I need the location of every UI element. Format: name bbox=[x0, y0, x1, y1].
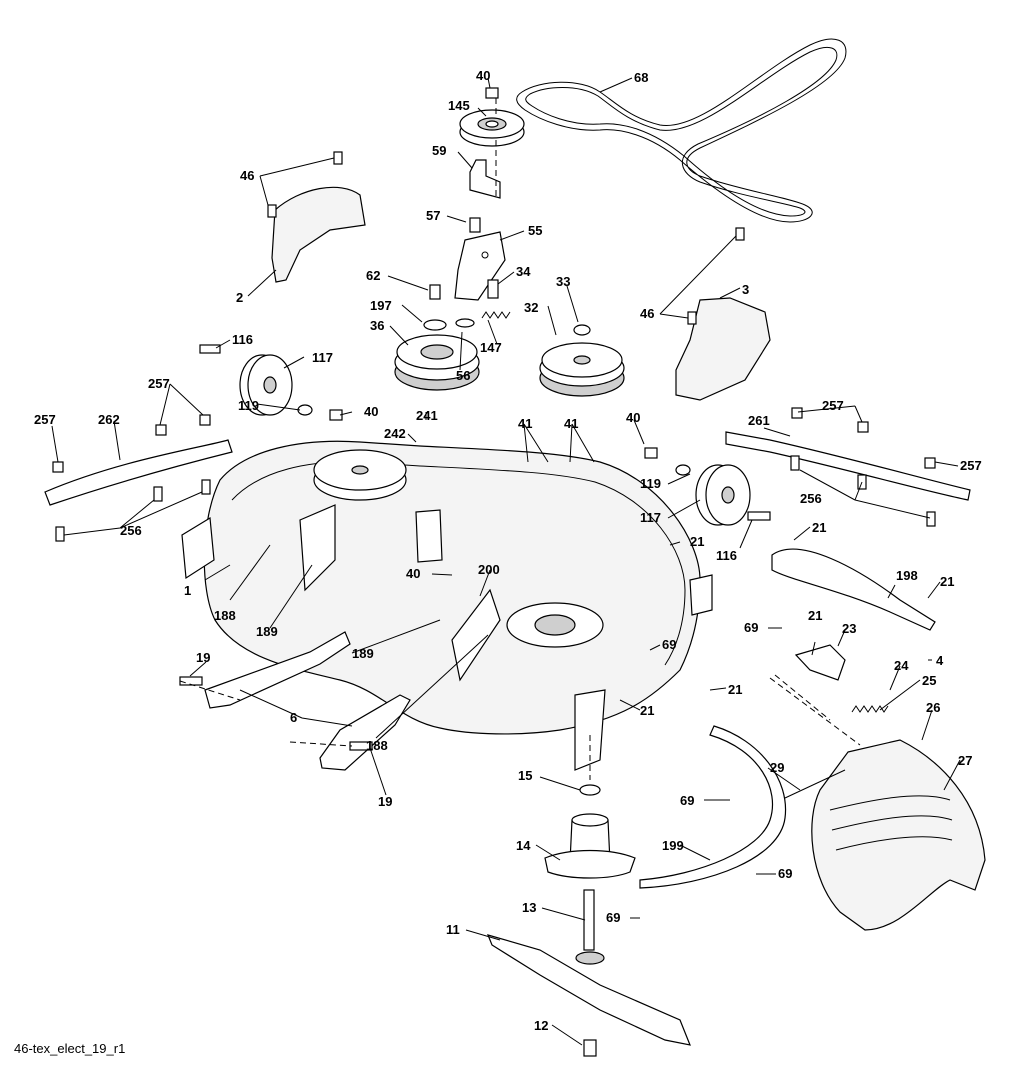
gauge-wheel-right-117 bbox=[644, 447, 771, 526]
part-label: 242 bbox=[384, 426, 406, 441]
part-label: 116 bbox=[232, 332, 253, 347]
belt-cover-3 bbox=[675, 227, 771, 401]
part-number-labels: 40 145 59 68 46 2 57 55 62 34 33 197 32 … bbox=[34, 68, 982, 1033]
part-label: 257 bbox=[34, 412, 56, 427]
part-label: 3 bbox=[742, 282, 749, 297]
part-label: 59 bbox=[432, 143, 446, 158]
part-label: 25 bbox=[922, 673, 936, 688]
part-label: 21 bbox=[940, 574, 954, 589]
double-pulley-36 bbox=[394, 284, 480, 391]
part-label: 40 bbox=[406, 566, 420, 581]
part-label: 24 bbox=[894, 658, 909, 673]
spring-147 bbox=[481, 311, 511, 319]
part-label: 14 bbox=[516, 838, 531, 853]
part-label: 188 bbox=[366, 738, 388, 753]
part-label: 21 bbox=[728, 682, 742, 697]
gauge-wheel-left-117 bbox=[199, 344, 343, 421]
part-label: 257 bbox=[148, 376, 170, 391]
part-label: 11 bbox=[446, 922, 460, 937]
part-label: 199 bbox=[662, 838, 684, 853]
part-label: 27 bbox=[958, 753, 972, 768]
part-label: 241 bbox=[416, 408, 438, 423]
belt-cover-2 bbox=[267, 151, 366, 283]
part-label: 117 bbox=[312, 350, 333, 365]
part-label: 34 bbox=[516, 264, 531, 279]
part-label: 23 bbox=[842, 621, 856, 636]
part-label: 200 bbox=[478, 562, 500, 577]
part-label: 198 bbox=[896, 568, 918, 583]
part-label: 21 bbox=[812, 520, 826, 535]
part-label: 147 bbox=[480, 340, 502, 355]
idler-pulley-145 bbox=[459, 87, 525, 199]
part-label: 188 bbox=[214, 608, 236, 623]
bracket-23 bbox=[794, 644, 846, 681]
rod-29 bbox=[784, 769, 846, 799]
part-label: 32 bbox=[524, 300, 538, 315]
part-label: 46 bbox=[240, 168, 254, 183]
bar-262 bbox=[44, 414, 233, 542]
spring-25 bbox=[851, 705, 889, 713]
part-label: 19 bbox=[378, 794, 392, 809]
part-label: 145 bbox=[448, 98, 470, 113]
part-label: 62 bbox=[366, 268, 380, 283]
chute-deflector-198 bbox=[771, 548, 936, 631]
part-label: 68 bbox=[634, 70, 648, 85]
part-label: 21 bbox=[640, 703, 654, 718]
part-label: 46 bbox=[640, 306, 654, 321]
part-label: 15 bbox=[518, 768, 532, 783]
part-label: 116 bbox=[716, 548, 737, 563]
part-label: 189 bbox=[352, 646, 374, 661]
part-label: 41 bbox=[564, 416, 578, 431]
idler-arm-bracket-55 bbox=[454, 217, 506, 301]
diagram-caption: 46-tex_elect_19_r1 bbox=[14, 1041, 126, 1056]
spindle-assembly bbox=[544, 784, 636, 965]
blade-11 bbox=[486, 934, 691, 1057]
part-label: 33 bbox=[556, 274, 570, 289]
part-label: 40 bbox=[626, 410, 640, 425]
part-label: 69 bbox=[680, 793, 694, 808]
part-label: 2 bbox=[236, 290, 243, 305]
leader-lines bbox=[51, 77, 961, 1046]
part-label: 56 bbox=[456, 368, 470, 383]
part-label: 40 bbox=[364, 404, 378, 419]
part-label: 1 bbox=[184, 583, 191, 598]
part-label: 36 bbox=[370, 318, 384, 333]
part-label: 69 bbox=[662, 637, 676, 652]
part-label: 69 bbox=[778, 866, 792, 881]
part-label: 57 bbox=[426, 208, 440, 223]
part-label: 256 bbox=[120, 523, 142, 538]
part-label: 19 bbox=[196, 650, 210, 665]
part-label: 4 bbox=[936, 653, 944, 668]
part-label: 26 bbox=[926, 700, 940, 715]
part-label: 69 bbox=[744, 620, 758, 635]
part-label: 69 bbox=[606, 910, 620, 925]
part-label: 189 bbox=[256, 624, 278, 639]
part-label: 55 bbox=[528, 223, 542, 238]
part-label: 117 bbox=[640, 510, 661, 525]
part-label: 40 bbox=[476, 68, 490, 83]
part-label: 256 bbox=[800, 491, 822, 506]
part-label: 12 bbox=[534, 1018, 548, 1033]
part-label: 119 bbox=[238, 398, 259, 413]
part-label: 261 bbox=[748, 413, 770, 428]
drive-belt bbox=[516, 38, 847, 223]
brackets-6 bbox=[179, 631, 411, 771]
chute-bracket-199 bbox=[639, 725, 787, 889]
part-label: 21 bbox=[808, 608, 822, 623]
spindle-pulley-32 bbox=[539, 324, 625, 397]
discharge-chute-27 bbox=[811, 739, 986, 931]
part-label: 29 bbox=[770, 760, 784, 775]
part-label: 262 bbox=[98, 412, 120, 427]
part-label: 257 bbox=[960, 458, 982, 473]
part-label: 41 bbox=[518, 416, 532, 431]
part-label: 257 bbox=[822, 398, 844, 413]
part-label: 6 bbox=[290, 710, 297, 725]
part-label: 119 bbox=[640, 476, 661, 491]
deck-housing-1 bbox=[181, 440, 713, 771]
part-label: 21 bbox=[690, 534, 704, 549]
part-label: 197 bbox=[370, 298, 392, 313]
part-label: 13 bbox=[522, 900, 536, 915]
